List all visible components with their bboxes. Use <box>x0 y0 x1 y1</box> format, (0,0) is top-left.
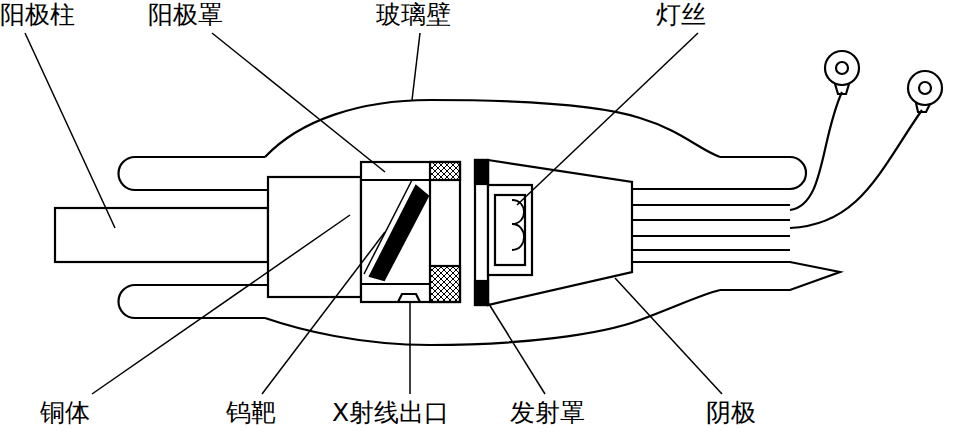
hood-ring <box>430 162 460 180</box>
part-label: 发射罩 <box>510 399 585 428</box>
cathode <box>488 160 632 305</box>
part-label: 阴极 <box>706 399 756 428</box>
filament-cup <box>488 185 532 275</box>
tungsten-target <box>370 186 428 280</box>
part-label: 阳极罩 <box>148 1 223 30</box>
leader-line <box>409 303 411 394</box>
hood-ring <box>430 266 460 302</box>
copper-body <box>268 177 361 297</box>
part-label: 灯丝 <box>656 1 706 30</box>
part-label: 铜体 <box>40 399 90 428</box>
leader-line <box>517 33 698 205</box>
anode-hood <box>361 162 460 302</box>
part-label: 钨靶 <box>226 399 276 428</box>
lead-wire <box>790 92 842 210</box>
leader-line <box>25 33 115 228</box>
glass-wall <box>265 100 720 157</box>
part-label: 阳极柱 <box>0 1 75 30</box>
anode-post <box>55 208 268 262</box>
lead-wire <box>790 110 922 228</box>
terminal-lug <box>908 71 942 105</box>
leader-line <box>615 278 722 394</box>
leader-line <box>412 33 420 100</box>
part-label: X射线出口 <box>332 399 449 428</box>
part-label: 玻璃壁 <box>376 1 451 30</box>
terminal-lug <box>825 51 859 85</box>
glass-neck <box>632 262 840 290</box>
emission-hood <box>475 160 488 305</box>
glass-neck <box>119 285 269 318</box>
leader-line <box>262 232 385 394</box>
leader-line <box>212 33 385 172</box>
leader-line <box>92 215 350 394</box>
glass-neck <box>632 157 806 189</box>
x-ray-window <box>398 294 420 302</box>
glass-neck <box>119 157 269 190</box>
filament <box>512 200 524 250</box>
leader-line <box>484 296 545 394</box>
